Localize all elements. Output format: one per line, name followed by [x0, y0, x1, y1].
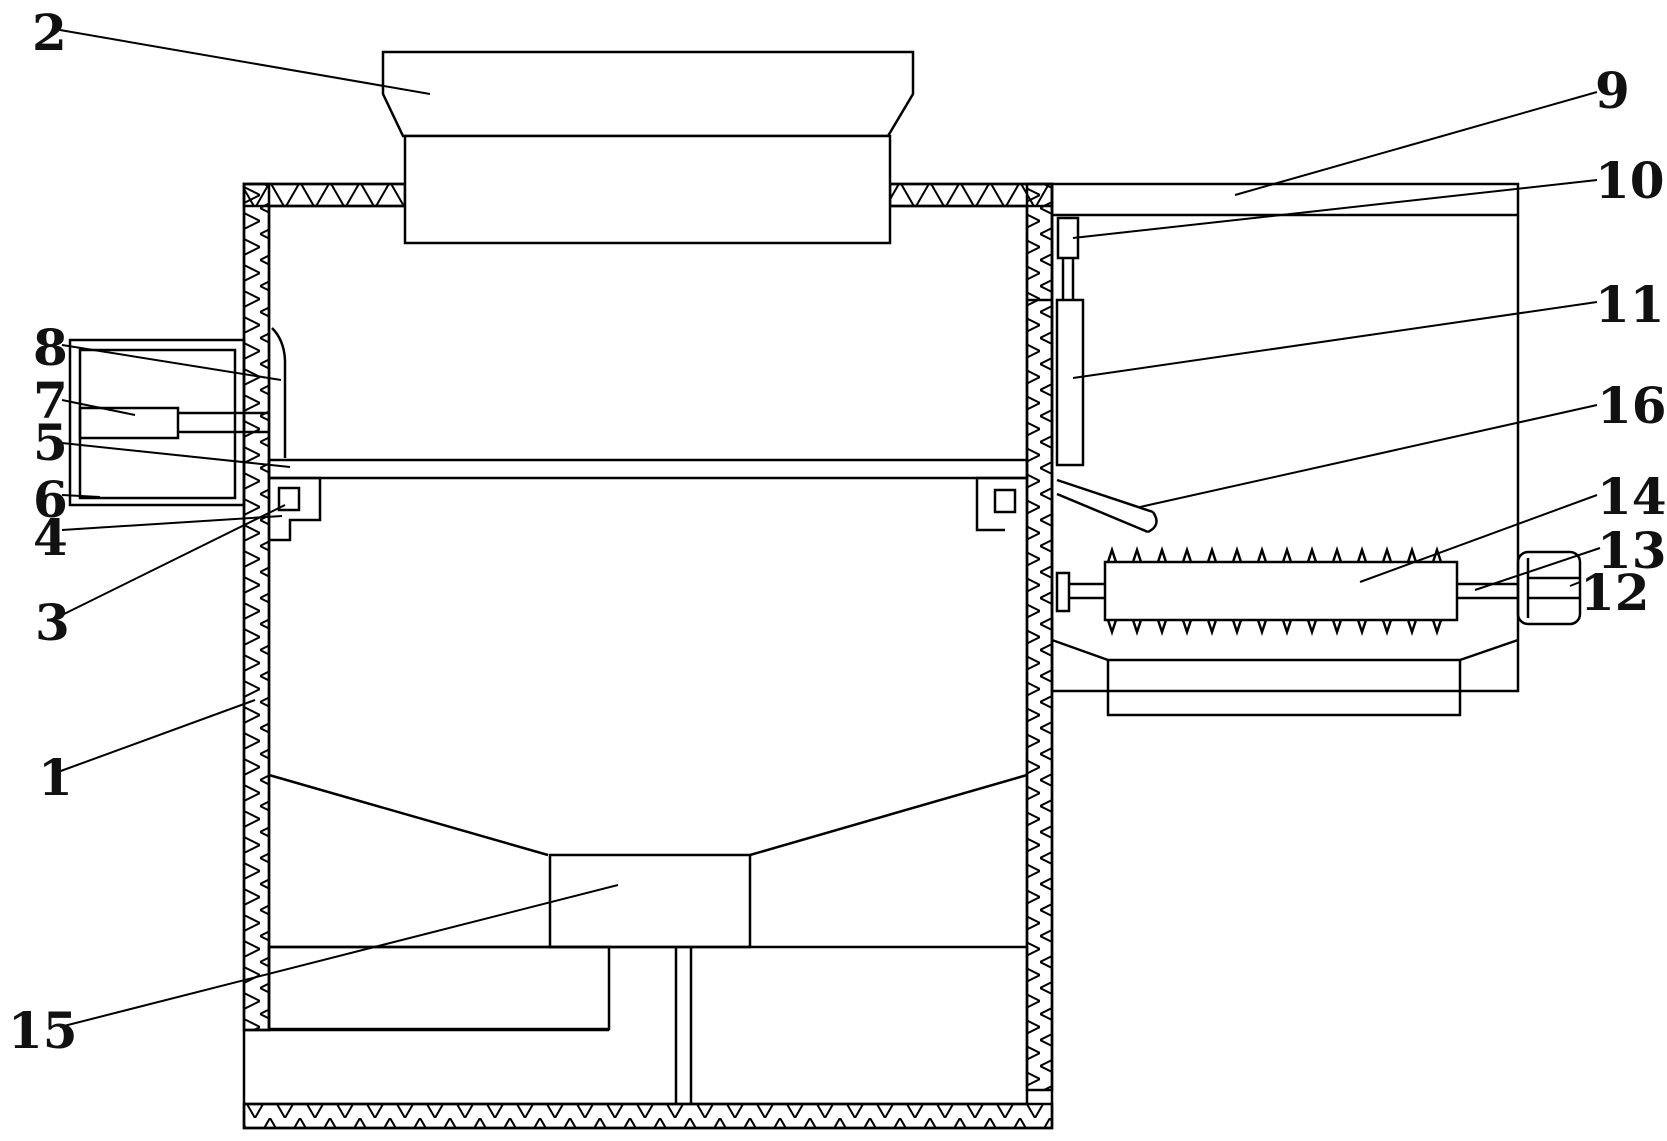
- hopper-throat: [403, 134, 892, 245]
- leader-6: [61, 494, 101, 498]
- funnel-right-slope: [749, 773, 1028, 857]
- deflector-lower-edge: [1056, 492, 1149, 534]
- label-5: 5: [33, 413, 68, 472]
- housing-right-wall: [1025, 182, 1054, 1092]
- crusher-outlet-box: [1106, 658, 1462, 717]
- screen-assembly: [267, 327, 1029, 542]
- housing-left-wall: [242, 182, 271, 1032]
- label-14: 14: [1597, 467, 1667, 526]
- label-9: 9: [1595, 61, 1630, 120]
- label-16: 16: [1597, 376, 1667, 435]
- cylinder-box-outer: [68, 338, 246, 507]
- collection-box-left: [267, 945, 611, 1031]
- side-cylinder-box: [68, 338, 269, 507]
- housing-top-wall-right: [888, 182, 1054, 208]
- cylinder-body: [78, 406, 180, 440]
- leader-15: [59, 884, 619, 1028]
- leader-8: [61, 344, 282, 381]
- reference-numerals: 1 2 3 4 5 6 7 8 9 10 11 12 13 14 15 16: [8, 3, 1667, 1060]
- screen-scraper-plate: [271, 327, 287, 458]
- leader-2: [59, 29, 431, 95]
- leader-lines: [57, 29, 1601, 1028]
- leader-11: [1072, 301, 1598, 379]
- housing-top-wall-left: [242, 182, 407, 208]
- label-13: 13: [1597, 521, 1667, 580]
- label-12: 12: [1580, 563, 1650, 622]
- leader-14: [1359, 494, 1598, 583]
- label-4: 4: [33, 508, 68, 567]
- leader-1: [57, 699, 256, 773]
- leader-13: [1474, 547, 1601, 591]
- deflector-upper-edge: [1056, 478, 1154, 514]
- label-7: 7: [33, 371, 68, 430]
- bottom-discharge: [244, 773, 1028, 1104]
- drive-motor: [1516, 550, 1582, 626]
- roller-bottom-teeth: [1106, 619, 1443, 636]
- leader-5: [61, 442, 291, 468]
- crusher-housing: [1050, 182, 1520, 693]
- leader-7: [61, 399, 136, 416]
- main-housing: [242, 182, 1054, 1130]
- leader-9: [1234, 91, 1598, 196]
- label-11: 11: [1595, 275, 1665, 334]
- deflector-tip: [1147, 511, 1158, 534]
- housing-outer-outline: [242, 182, 1054, 1130]
- discharge-pipe: [548, 853, 752, 949]
- hopper-funnel: [381, 50, 915, 138]
- leader-3: [61, 504, 286, 616]
- label-15: 15: [8, 1001, 78, 1060]
- crusher-funnel-right: [1459, 638, 1519, 662]
- crusher-funnel-left: [1051, 638, 1109, 662]
- label-3: 3: [35, 593, 70, 652]
- leader-16: [1139, 404, 1598, 508]
- roller-top-teeth: [1106, 546, 1443, 563]
- housing-bottom-wall: [242, 1102, 1054, 1130]
- screen-plate: [267, 458, 1029, 480]
- right-slide-block: [993, 488, 1017, 514]
- left-slide-rail: [269, 476, 322, 542]
- label-1: 1: [38, 748, 73, 807]
- crushing-chamber: [1027, 182, 1582, 717]
- label-8: 8: [33, 318, 68, 377]
- feed-hopper: [381, 50, 915, 245]
- leader-12: [1569, 581, 1581, 587]
- left-slide-block: [277, 486, 301, 512]
- roller-left-bearing: [1055, 571, 1071, 613]
- leader-10: [1072, 179, 1598, 239]
- leader-4: [61, 515, 283, 531]
- right-slide-rail: [975, 476, 1027, 532]
- label-2: 2: [32, 3, 67, 62]
- gate-plate: [1055, 298, 1085, 467]
- funnel-left-slope: [268, 773, 549, 857]
- label-10: 10: [1595, 151, 1665, 210]
- label-6: 6: [33, 470, 68, 529]
- cylinder-box-inner: [78, 348, 237, 500]
- crushing-roller: [1103, 560, 1459, 622]
